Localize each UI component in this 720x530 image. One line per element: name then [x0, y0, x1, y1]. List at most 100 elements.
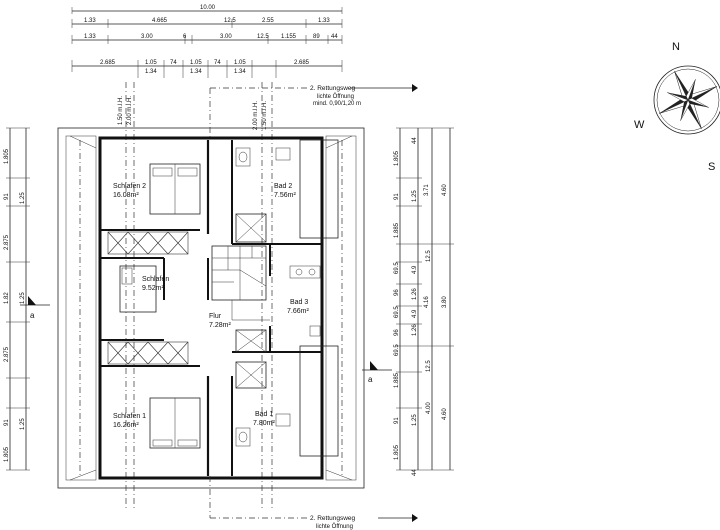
section-mark-right: a — [362, 361, 392, 384]
top-dimensions: 10.00 1.33 4.665 12.5 2.55 1.33 1.33 3.0… — [71, 5, 343, 78]
right3-dim-7: 4.60 — [442, 408, 448, 420]
section-mark-left: a — [20, 296, 50, 320]
right-dim-7: 96 — [394, 329, 400, 336]
dim-row3-h: 1.05 — [234, 60, 246, 66]
dim-row1-d: 2.55 — [262, 18, 274, 24]
right3-dim-3: 12.5 — [426, 250, 432, 262]
dim-row3-b: 1.05 — [145, 60, 157, 66]
escape-top-title: 2. Rettungsweg — [310, 85, 356, 92]
room-bad2-name: Bad 2 — [274, 183, 292, 190]
dim-row3-e: 1.05 — [190, 60, 202, 66]
right2-dim-1: 44 — [412, 137, 418, 144]
left-dim-2: 91 — [4, 193, 10, 200]
right2-dim-8: 1.25 — [412, 414, 418, 426]
dim-row2-b: 3.00 — [141, 34, 153, 40]
compass-rose — [653, 65, 720, 135]
right2-dim-4: 1.26 — [412, 288, 418, 300]
room-schlafen2-name: Schlafen 2 — [113, 183, 146, 190]
clear-height-labels: 1.50 m.l.H. 2.00 m.l.H. 2.00 m.l.H. 1.50… — [118, 96, 268, 130]
left-dim-7: 2.875 — [4, 346, 10, 362]
section-mark-right-label: a — [368, 375, 373, 384]
wardrobe-hatch — [107, 231, 189, 365]
left-dim-6: 1.25 — [20, 292, 26, 304]
escape-route-bottom: 2. Rettungsweg lichte Öffnung — [209, 476, 418, 530]
room-flur-area: 7.28m² — [209, 322, 231, 329]
room-bad2-area: 7.56m² — [274, 192, 296, 199]
dim-row1-c: 12.5 — [224, 18, 236, 24]
bed-schlafen2 — [149, 163, 201, 215]
dim-row2-f: 1.155 — [281, 34, 297, 40]
right2-dim-6: 1.26 — [412, 324, 418, 336]
room-schlafen1-area: 16.26m² — [113, 422, 139, 429]
room-bad1-name: Bad 1 — [255, 411, 273, 418]
dim-row2-d: 3.00 — [220, 34, 232, 40]
dim-overall: 10.00 — [200, 5, 216, 11]
room-bad3-area: 7.66m² — [287, 308, 309, 315]
left-dim-10: 1.805 — [4, 446, 10, 462]
room-schlafen-name: Schlafen — [142, 276, 169, 283]
right-dim-4: 69.5 — [394, 262, 400, 274]
right3-dim-1: 3.71 — [424, 184, 430, 196]
clear-height-1: 1.50 m.l.H. — [118, 96, 124, 125]
dim-row3-d: 74 — [170, 60, 177, 66]
right-dim-10: 91 — [394, 417, 400, 424]
dim-row3-a: 2.685 — [100, 60, 116, 66]
compass-north: N — [672, 41, 680, 53]
dim-row2-a: 1.33 — [84, 34, 96, 40]
left-dim-8: 91 — [4, 419, 10, 426]
section-mark-left-label: a — [30, 311, 35, 320]
right-dim-11: 1.805 — [394, 444, 400, 460]
left-dim-4: 2.875 — [4, 234, 10, 250]
dim-row2-h: 44 — [331, 34, 338, 40]
right-dim-2: 91 — [394, 193, 400, 200]
escape-top-line1: lichte Öffnung — [317, 93, 354, 100]
bath-fixtures — [235, 147, 321, 447]
dim-row3-c: 1.34 — [145, 69, 157, 75]
dim-row2-g: 89 — [313, 34, 320, 40]
dim-row1-e: 1.33 — [318, 18, 330, 24]
right3-dim-4: 4.16 — [424, 296, 430, 308]
right-dim-9: 1.885 — [394, 372, 400, 388]
left-dim-9: 1.25 — [20, 418, 26, 430]
right-dim-1: 1.805 — [394, 150, 400, 166]
right2-dim-5: 4.9 — [412, 309, 418, 318]
right3-dim-6: 4.00 — [426, 402, 432, 414]
right-dim-5: 96 — [394, 289, 400, 296]
right-dimensions: 1.805 91 1.885 69.5 96 69.5 96 69.5 1.88… — [394, 127, 454, 476]
room-schlafen-area: 9.52m² — [142, 285, 164, 292]
room-schlafen1-name: Schlafen 1 — [113, 413, 146, 420]
room-bad1-area: 7.80m² — [253, 420, 275, 427]
dim-row2-c: 6 — [183, 34, 187, 40]
escape-bottom-line1: lichte Öffnung — [316, 523, 353, 530]
dim-row1-a: 1.33 — [84, 18, 96, 24]
right3-dim-5: 3.80 — [442, 296, 448, 308]
compass-west: W — [634, 119, 645, 131]
dim-row1-b: 4.665 — [152, 18, 168, 24]
room-bad3-name: Bad 3 — [290, 299, 308, 306]
clear-height-3: 2.00 m.l.H. — [253, 101, 259, 130]
right2-dim-3: 4.9 — [412, 265, 418, 274]
dim-row2-e: 12.5 — [257, 34, 269, 40]
clear-height-2: 2.00 m.l.H. — [127, 96, 133, 125]
right-dim-8: 69.5 — [394, 344, 400, 356]
right-dim-6: 69.5 — [394, 306, 400, 318]
roof-outline — [57, 82, 365, 510]
dim-row3-g: 74 — [214, 60, 221, 66]
room-flur-name: Flur — [209, 313, 222, 320]
staircase — [211, 245, 270, 321]
bed-schlafen — [119, 265, 157, 313]
dim-row3-i: 1.34 — [234, 69, 246, 75]
right3-dim-2: 4.60 — [442, 184, 448, 196]
right2-dim-7: 12.5 — [426, 360, 432, 372]
room-schlafen2-area: 16.08m² — [113, 192, 139, 199]
right-dim-3: 1.885 — [394, 222, 400, 238]
left-dim-5: 1.82 — [4, 292, 10, 304]
escape-top-line2: mind. 0,90/1,20 m — [313, 101, 361, 107]
left-dim-1: 1.805 — [4, 148, 10, 164]
right2-dim-2: 1.25 — [412, 190, 418, 202]
right2-dim-9: 44 — [412, 469, 418, 476]
left-dim-3: 1.25 — [20, 192, 26, 204]
room-labels: Schlafen 2 16.08m² Bad 2 7.56m² Schlafen… — [113, 183, 309, 429]
bed-schlafen1 — [149, 397, 201, 449]
escape-bottom-title: 2. Rettungsweg — [310, 515, 356, 522]
